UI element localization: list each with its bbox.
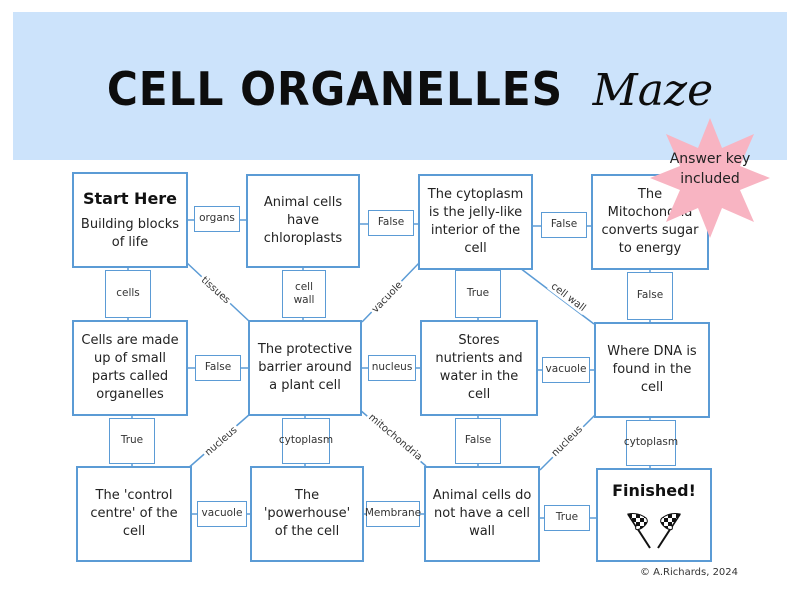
cytoplasm-text: The cytoplasm is the jelly-like interior… — [427, 186, 524, 257]
connector-false-2: False — [541, 212, 587, 238]
animal-chloroplasts-text: Animal cells have chloroplasts — [263, 194, 343, 247]
answer-key-badge-icon — [650, 118, 770, 238]
barrier-text: The protective barrier around a plant ce… — [257, 341, 353, 394]
copyright-credit: © A.Richards, 2024 — [640, 567, 739, 578]
title-banner — [13, 12, 787, 160]
connector-cytoplasm: cytoplasm — [279, 418, 333, 464]
connector-vacuole-2: vacuole — [197, 501, 247, 527]
cell-barrier: The protective barrier around a plant ce… — [248, 320, 362, 416]
connector-cytoplasm-2: cytoplasm — [624, 420, 678, 466]
start-heading: Start Here — [82, 188, 178, 208]
organelles-text: Cells are made up of small parts called … — [81, 332, 179, 403]
connector-false-4: False — [195, 355, 241, 381]
cell-mitochondria: The Mitochondria converts sugar to energ… — [591, 174, 709, 270]
answer-key-badge-text: Answer key included — [669, 151, 751, 187]
connector-false-3: False — [627, 272, 673, 320]
cell-stores: Stores nutrients and water in the cell — [420, 320, 538, 416]
finished-heading: Finished! — [612, 480, 696, 500]
connector-true-1: True — [455, 270, 501, 318]
title-main: CELL ORGANELLES — [106, 62, 563, 116]
connector-false-5: False — [455, 418, 501, 464]
dna-text: Where DNA is found in the cell — [607, 343, 697, 396]
powerhouse-text: The 'powerhouse' of the cell — [263, 487, 351, 540]
cell-cytoplasm: The cytoplasm is the jelly-like interior… — [418, 174, 533, 270]
cell-organelles: Cells are made up of small parts called … — [72, 320, 188, 416]
connector-cells: cells — [105, 270, 151, 318]
no-wall-text: Animal cells do not have a cell wall — [432, 487, 532, 540]
connector-true-2: True — [109, 418, 155, 464]
cell-start: Start Here Building blocks of life — [72, 172, 188, 268]
connector-vacuole-1: vacuole — [542, 357, 590, 383]
cell-finished: Finished! — [596, 468, 712, 562]
connector-organs: organs — [194, 206, 240, 232]
connector-true-3: True — [544, 505, 590, 531]
connector-nucleus: nucleus — [368, 355, 416, 381]
title-script: Maze — [592, 65, 714, 116]
control-text: The 'control centre' of the cell — [90, 487, 178, 540]
cell-animal-chloroplasts: Animal cells have chloroplasts — [246, 174, 360, 268]
cell-no-wall: Animal cells do not have a cell wall — [424, 466, 540, 562]
cell-control: The 'control centre' of the cell — [76, 466, 192, 562]
start-text: Building blocks of life — [80, 217, 180, 251]
connector-false-1: False — [368, 210, 414, 236]
stores-text: Stores nutrients and water in the cell — [435, 332, 523, 403]
page-title: CELL ORGANELLES Maze — [0, 62, 800, 116]
connector-membrane: Membrane — [365, 501, 421, 527]
connector-cell-wall: cell wall — [282, 270, 326, 318]
cell-powerhouse: The 'powerhouse' of the cell — [250, 466, 364, 562]
checkered-flags-icon — [616, 510, 692, 550]
cell-dna: Where DNA is found in the cell — [594, 322, 710, 418]
